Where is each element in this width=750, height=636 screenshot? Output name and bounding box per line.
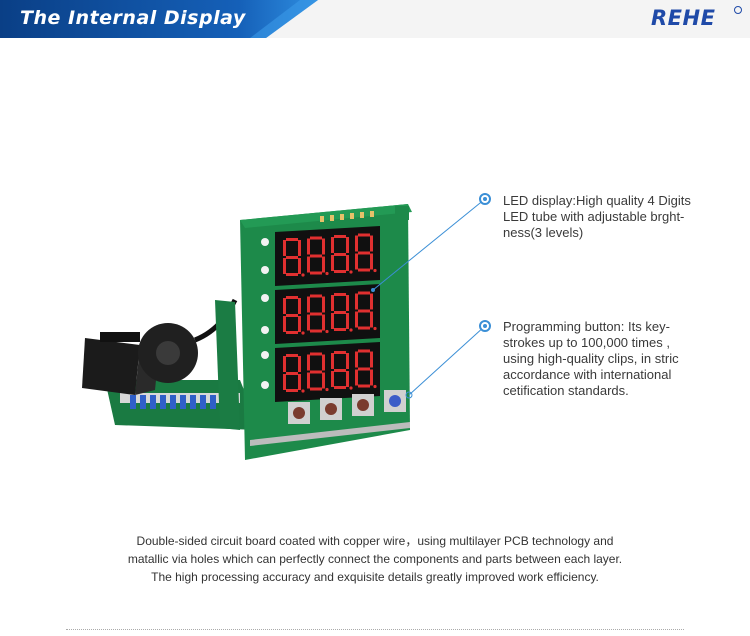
- section-title: The Internal Display: [20, 7, 246, 29]
- led-digit: [283, 354, 305, 393]
- title-tab-shape: [0, 0, 318, 38]
- callout-line: strokes up to 100,000 times ,: [503, 335, 670, 350]
- tactile-buttons: [288, 390, 406, 424]
- product-description: Double-sided circuit board coated with c…: [0, 532, 750, 586]
- dotted-divider: [66, 629, 684, 630]
- side-board: [215, 300, 240, 430]
- callout-bullet-icon: [479, 193, 491, 205]
- callout-line: Programming button: Its key-: [503, 319, 670, 334]
- description-line: Double-sided circuit board coated with c…: [136, 534, 614, 548]
- led-digit: [307, 236, 329, 276]
- edge-pads: [320, 211, 374, 222]
- callout-line: using high-quality clips, in stric: [503, 351, 679, 366]
- led-digit: [355, 233, 377, 273]
- callout-line: accordance with international: [503, 367, 672, 382]
- led-digit: [355, 291, 377, 331]
- registered-mark-icon: [734, 6, 742, 14]
- led-digit: [283, 296, 305, 335]
- callout-line: LED tube with adjustable brght-: [503, 209, 685, 224]
- header-bar: The Internal Display REHE: [0, 0, 750, 38]
- section-title-tab: The Internal Display: [0, 0, 320, 38]
- callout-line: cetification standards.: [503, 383, 629, 398]
- led-digit: [307, 294, 329, 334]
- led-display-module: [275, 226, 380, 402]
- callout-led-display: LED display:High quality 4 Digits LED tu…: [503, 193, 691, 241]
- brand-logo: REHE: [651, 6, 716, 30]
- led-digit: [283, 238, 305, 277]
- description-line: matallic via holes which can perfectly c…: [127, 552, 623, 566]
- led-digit: [355, 349, 377, 389]
- indicator-leds: [261, 238, 269, 389]
- callout-line: LED display:High quality 4 Digits: [503, 193, 691, 208]
- seven-segment-digits: [283, 233, 377, 393]
- led-digit: [331, 235, 353, 274]
- callout-line: ness(3 levels): [503, 225, 584, 240]
- led-digit: [331, 293, 353, 332]
- description-line: The high processing accuracy and exquisi…: [151, 570, 599, 584]
- callout-bullet-icon: [479, 320, 491, 332]
- circuit-board-image: [82, 204, 412, 460]
- led-digit: [331, 351, 353, 390]
- callout-programming-button: Programming button: Its key- strokes up …: [503, 319, 679, 399]
- led-digit: [307, 352, 329, 392]
